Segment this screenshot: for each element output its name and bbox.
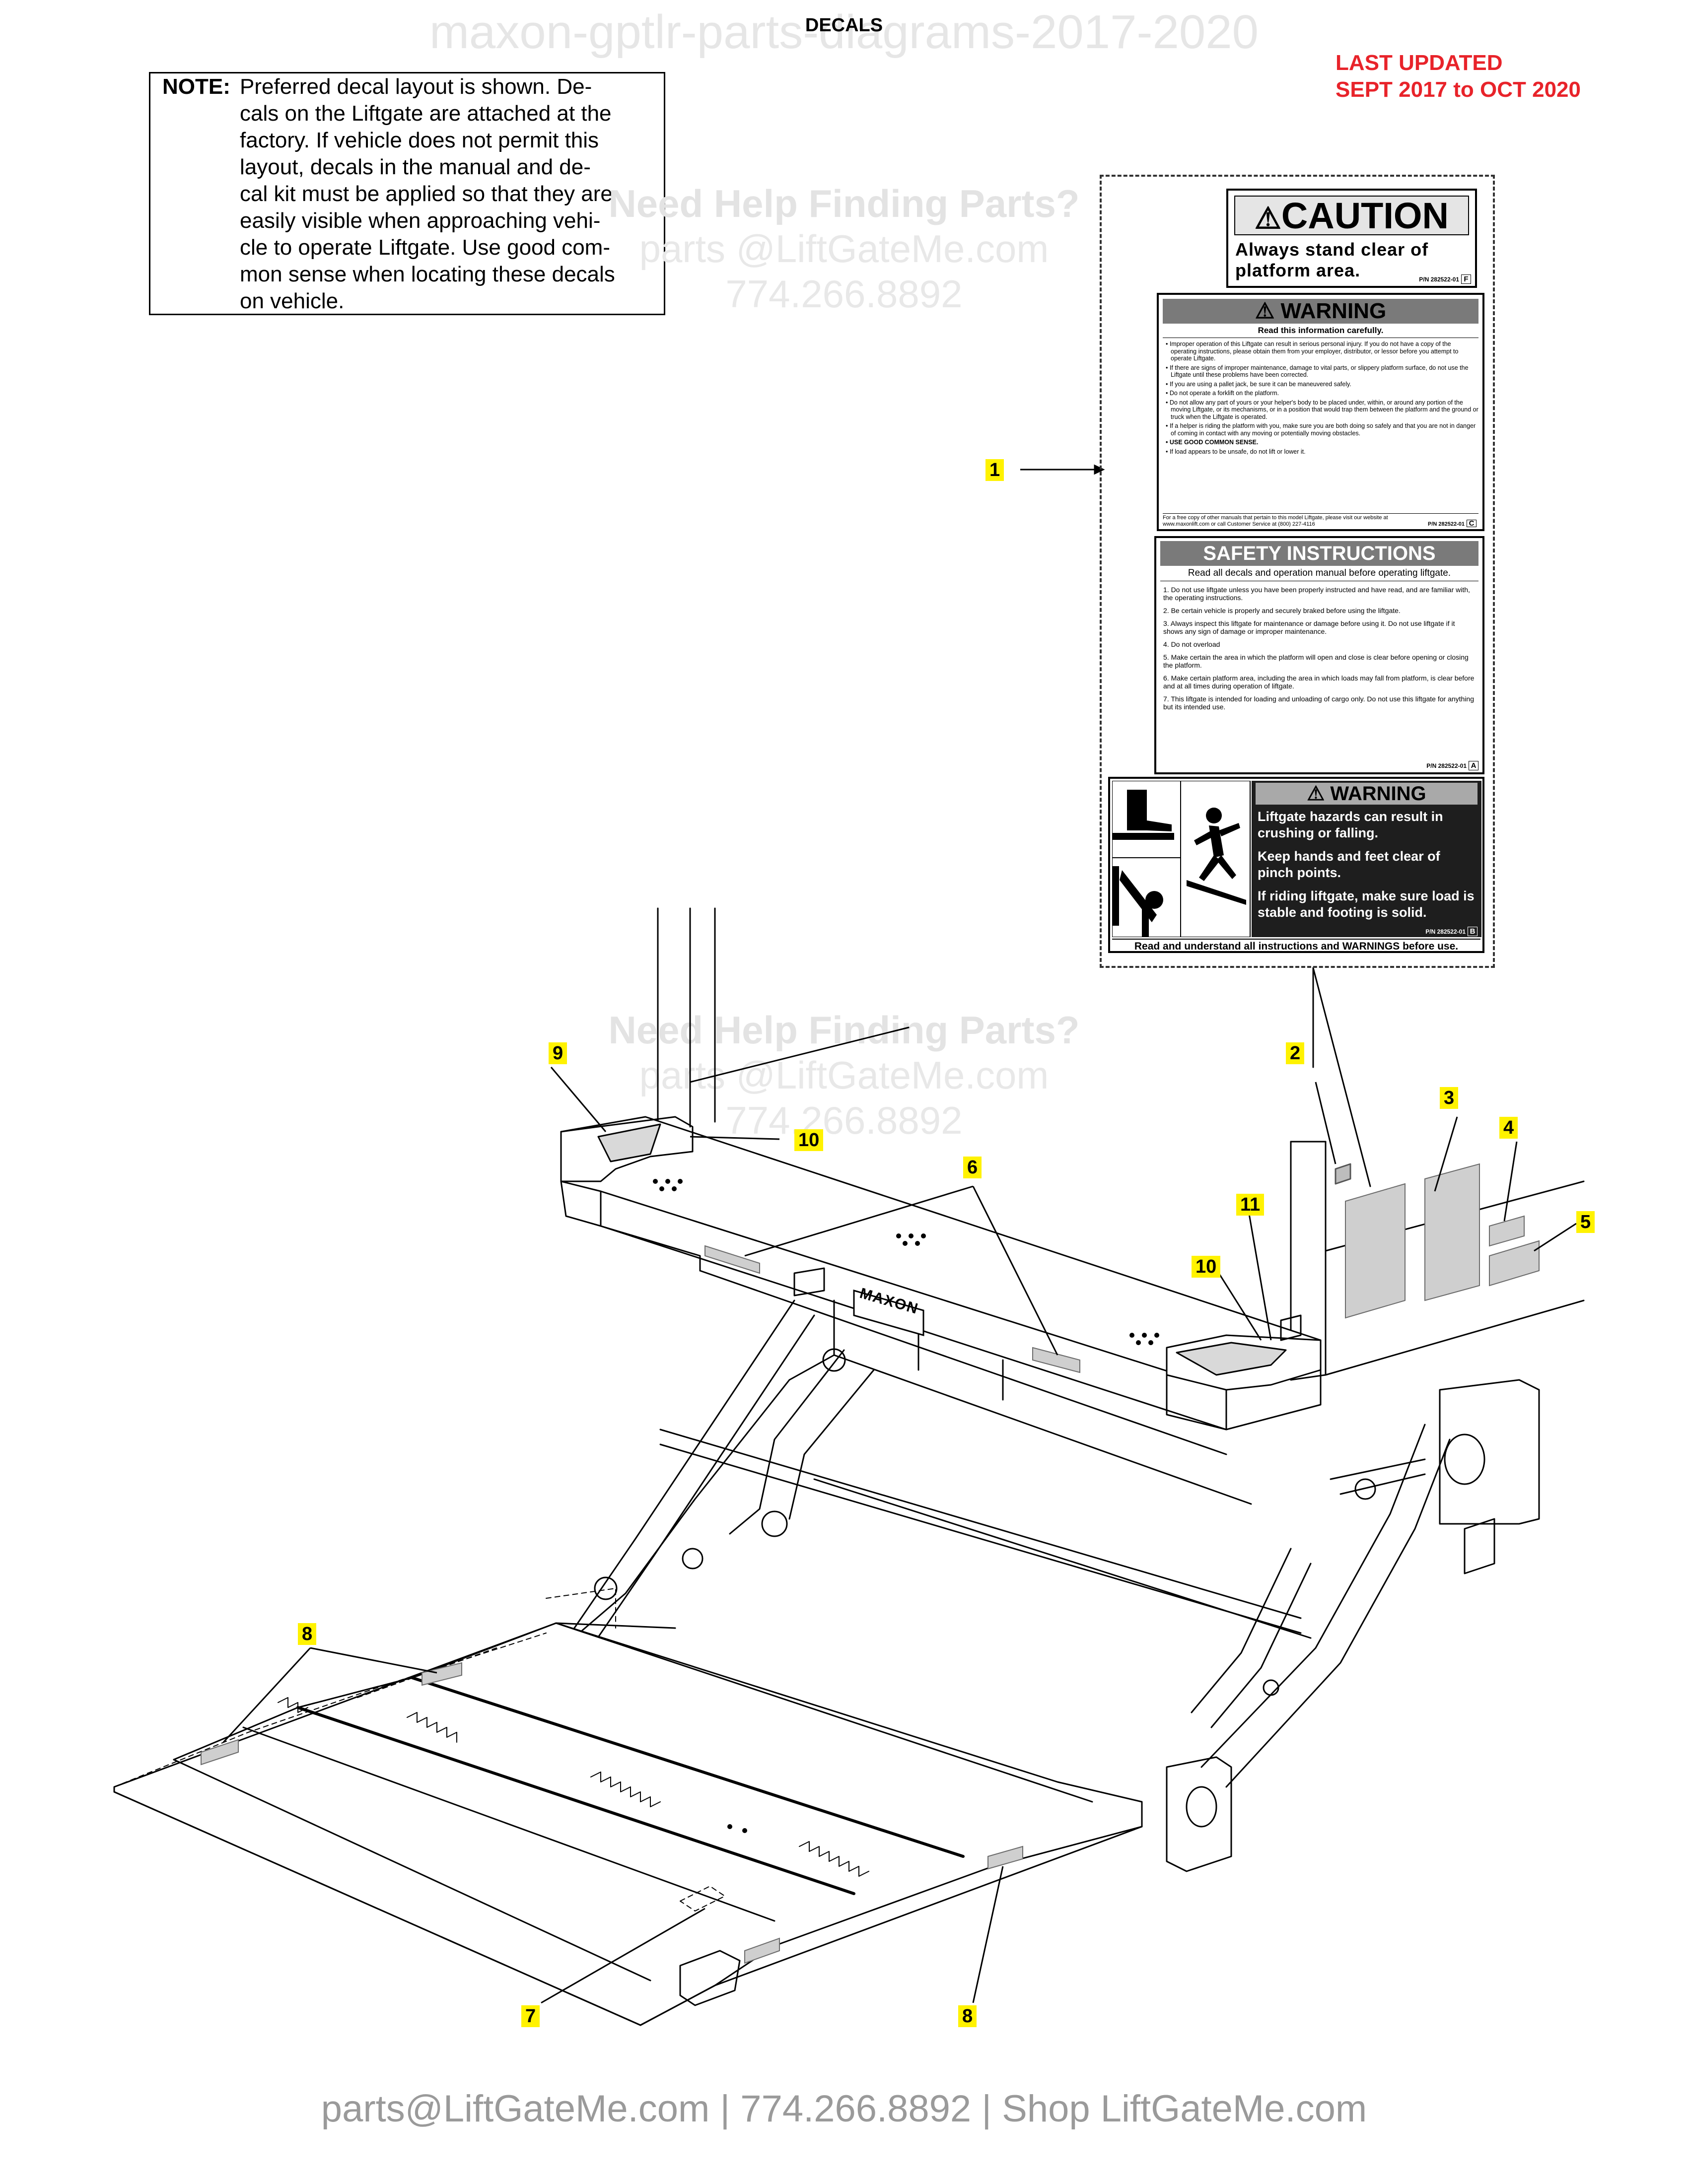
maxon-plate	[853, 1290, 924, 1336]
decal-kit-panel	[1100, 175, 1495, 968]
callout-10-right: 10	[1192, 1256, 1221, 1278]
watermark-help-line3: 774.266.8892	[725, 272, 963, 316]
list-item: 7. This liftgate is intended for loading…	[1163, 695, 1474, 711]
callout-11: 11	[1236, 1194, 1265, 1216]
watermark-help-line1: Need Help Finding Parts?	[608, 1008, 1080, 1052]
safety-header: SAFETY INSTRUCTIONS	[1160, 541, 1478, 566]
note-box: NOTE: Preferred decal layout is shown. D…	[149, 72, 665, 315]
hazard-warning-panel: ⚠ WARNING Liftgate hazards can result in…	[1252, 781, 1481, 937]
hazard-warning-title: WARNING	[1330, 783, 1426, 805]
list-item: • If a helper is riding the platform wit…	[1166, 422, 1476, 437]
watermark-help-line2: parts @LiftGateMe.com	[639, 227, 1049, 271]
hazard-pn-text: P/N 282522-01	[1425, 928, 1466, 935]
caution-decal: ⚠CAUTION Always stand clear of platform …	[1226, 189, 1477, 288]
watermark-help-line1: Need Help Finding Parts?	[608, 182, 1080, 225]
page-title: DECALS	[805, 15, 883, 36]
warning-triangle-icon: ⚠	[1255, 299, 1275, 323]
hazard-warning-lines: Liftgate hazards can result in crushing …	[1258, 809, 1476, 928]
list-item: 5. Make certain the area in which the pl…	[1163, 653, 1469, 669]
warning-manual-decal: ⚠ WARNING Read this information carefull…	[1157, 293, 1484, 531]
warning-manual-footer-text: For a free copy of other manuals that pe…	[1163, 515, 1388, 527]
list-item: • Do not operate a forklift on the platf…	[1166, 390, 1279, 397]
hazard-footer: Read and understand all instructions and…	[1112, 939, 1480, 953]
callout-7: 7	[521, 2005, 540, 2027]
hazard-line-1: Liftgate hazards can result in crushing …	[1258, 809, 1443, 840]
callout-10-left: 10	[794, 1129, 824, 1151]
list-item: • Improper operation of this Liftgate ca…	[1166, 341, 1459, 362]
warning-manual-pn-text: P/N 282522-01	[1428, 521, 1465, 527]
callout-5: 5	[1576, 1211, 1595, 1233]
caution-pn-code: F	[1461, 274, 1471, 284]
caution-pn-text: P/N 282522-01	[1419, 276, 1459, 283]
callout-3: 3	[1440, 1087, 1459, 1109]
warning-triangle-icon: ⚠	[1307, 783, 1325, 805]
last-updated: LAST UPDATED SEPT 2017 to OCT 2020	[1336, 50, 1581, 103]
hazard-line-2: Keep hands and feet clear of pinch point…	[1258, 849, 1440, 880]
watermark-help-line3: 774.266.8892	[725, 1098, 963, 1142]
list-item: • If load appears to be unsafe, do not l…	[1166, 448, 1306, 455]
warning-manual-footer: For a free copy of other manuals that pe…	[1163, 513, 1478, 528]
last-updated-line2: SEPT 2017 to OCT 2020	[1336, 77, 1581, 102]
safety-instructions-decal: SAFETY INSTRUCTIONS Read all decals and …	[1154, 536, 1484, 774]
list-item: 3. Always inspect this liftgate for main…	[1163, 619, 1455, 635]
hazard-pn-code: B	[1468, 927, 1477, 936]
callout-9: 9	[549, 1042, 567, 1064]
warning-manual-list: • Improper operation of this Liftgate ca…	[1166, 341, 1478, 457]
watermark-title: maxon-gptlr-parts-diagrams-2017-2020	[429, 5, 1259, 59]
list-item: • If there are signs of improper mainten…	[1166, 364, 1469, 379]
list-item: • Do not allow any part of yours or your…	[1166, 399, 1478, 420]
warning-manual-subtitle: Read this information carefully.	[1163, 326, 1478, 338]
list-item: 6. Make certain platform area, including…	[1163, 674, 1475, 690]
warning-manual-header: ⚠ WARNING	[1163, 299, 1478, 324]
callout-4: 4	[1499, 1117, 1518, 1139]
safety-pn-code: A	[1469, 761, 1478, 770]
hazard-warning-header: ⚠ WARNING	[1256, 783, 1477, 805]
safety-list: 1. Do not use liftgate unless you have b…	[1163, 586, 1476, 716]
callout-2: 2	[1286, 1042, 1305, 1064]
list-item: 4. Do not overload	[1163, 640, 1220, 648]
last-updated-line1: LAST UPDATED	[1336, 51, 1503, 75]
watermark-help-1: Need Help Finding Parts? parts @LiftGate…	[521, 181, 1167, 317]
list-item: 2. Be certain vehicle is properly and se…	[1163, 607, 1401, 614]
warning-manual-title: WARNING	[1280, 299, 1387, 323]
caution-body: Always stand clear of platform area.	[1235, 239, 1429, 280]
callout-6: 6	[963, 1157, 982, 1178]
warning-manual-pn-code: C	[1467, 520, 1477, 527]
hazard-line-3: If riding liftgate, make sure load is st…	[1258, 888, 1475, 920]
list-item: 1. Do not use liftgate unless you have b…	[1163, 586, 1470, 602]
hazard-warning-decal: ⚠ WARNING Liftgate hazards can result in…	[1108, 777, 1484, 953]
footer-contact: parts@LiftGateMe.com | 774.266.8892 | Sh…	[321, 2088, 1367, 2130]
list-item: • If you are using a pallet jack, be sur…	[1166, 380, 1351, 388]
caution-header: ⚠CAUTION	[1234, 196, 1469, 235]
watermark-help-line2: parts @LiftGateMe.com	[639, 1053, 1049, 1097]
callout-1: 1	[985, 459, 1004, 481]
callout-8-right: 8	[958, 2005, 977, 2027]
watermark-help-2: Need Help Finding Parts? parts @LiftGate…	[521, 1008, 1167, 1143]
callout-8-left: 8	[298, 1623, 317, 1645]
safety-subtitle: Read all decals and operation manual bef…	[1160, 568, 1478, 581]
caution-title: CAUTION	[1281, 195, 1449, 236]
note-label: NOTE:	[162, 74, 230, 99]
note-text: Preferred decal layout is shown. De- cal…	[240, 74, 615, 313]
safety-pn-text: P/N 282522-01	[1426, 762, 1467, 769]
warning-triangle-icon: ⚠	[1255, 202, 1281, 235]
pinch-hazard-pictogram	[1112, 781, 1251, 937]
list-item: • USE GOOD COMMON SENSE.	[1166, 439, 1259, 446]
